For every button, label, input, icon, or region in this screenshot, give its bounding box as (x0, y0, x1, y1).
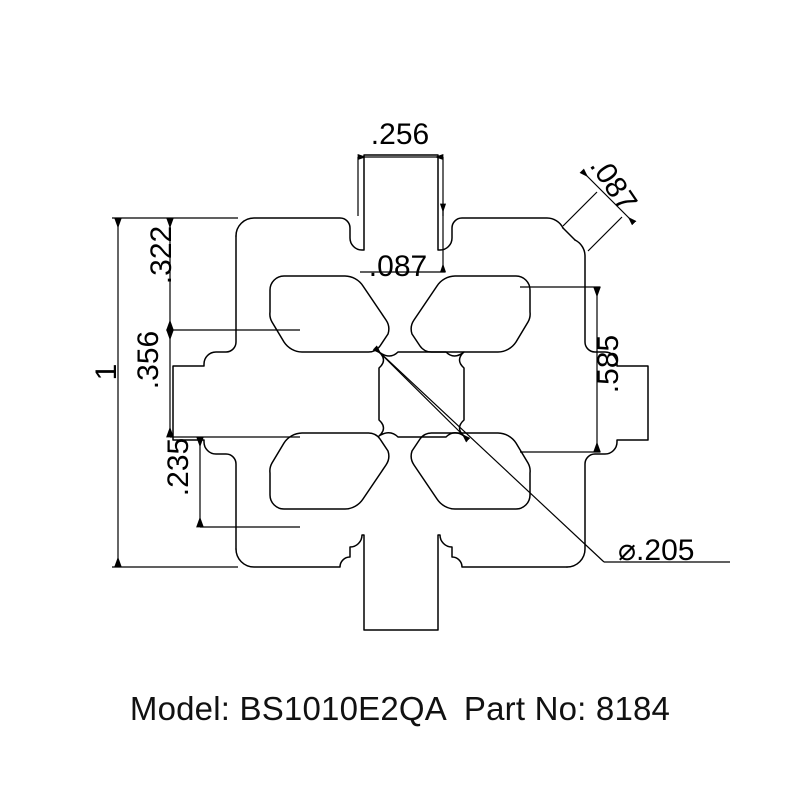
leader-line-center-bore (372, 345, 605, 563)
outer-right-edge (566, 239, 649, 568)
ext-line-087-diag-a (562, 191, 598, 227)
dimension-labels: 1 .322 .356 .235 .256 .087 .087 .585 ⌀.2… (90, 118, 695, 567)
dim-label-356: .356 (132, 331, 165, 389)
dim-label-235: .235 (162, 438, 195, 496)
dim-label-256: .256 (371, 118, 429, 151)
dim-label-overall-height: 1 (90, 364, 123, 381)
drawing-caption: Model: BS1010E2QA Part No: 8184 (129, 690, 671, 727)
dim-label-center-bore: ⌀.205 (618, 534, 694, 567)
inner-void-bottom-left (269, 432, 390, 510)
extrusion-profile (172, 154, 649, 631)
outer-bottom-edge (235, 534, 568, 631)
dim-label-087-diagonal: .087 (583, 151, 643, 218)
outer-chamfer-top-right (562, 227, 576, 241)
dim-line-087-diagonal (579, 168, 637, 226)
dimension-lines (112, 153, 730, 568)
dim-label-087-lip: .087 (369, 250, 427, 283)
dim-label-585: .585 (592, 335, 625, 393)
inner-void-bottom-right (410, 432, 531, 510)
inner-void-top-right (410, 275, 531, 353)
outer-top-edge (235, 154, 564, 251)
outer-left-edge (172, 235, 237, 550)
dim-label-322: .322 (145, 226, 178, 284)
bore-diagonal-centerline (372, 345, 471, 443)
inner-void-top-left (269, 275, 390, 353)
